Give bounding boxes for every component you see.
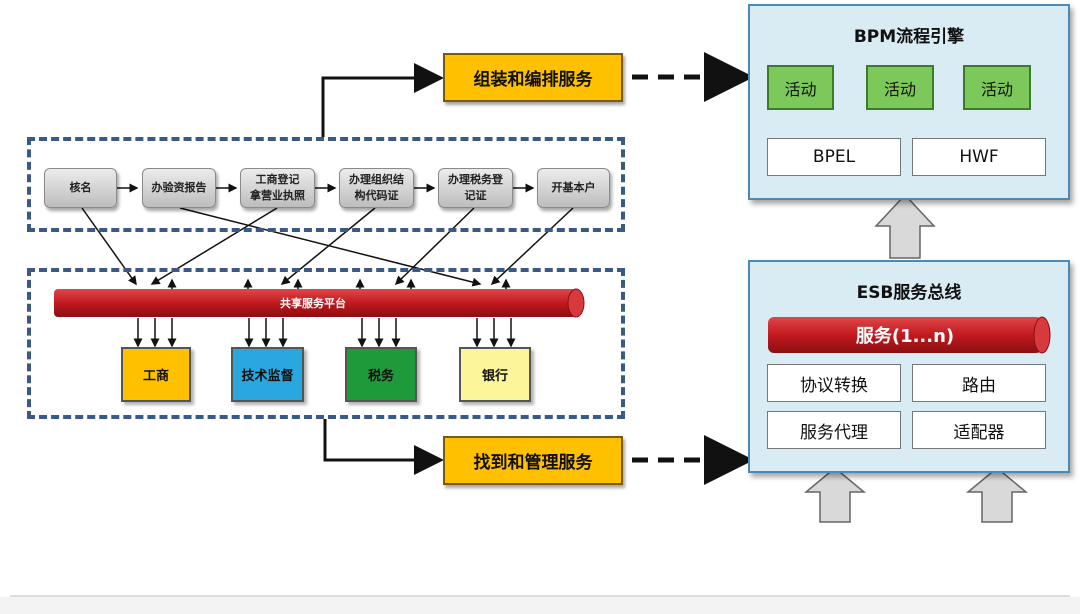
step-label: 办理组织结 构代码证: [349, 173, 404, 202]
find-manage-box: 找到和管理服务: [443, 436, 623, 485]
esb-service-bar: [768, 316, 1051, 354]
step-verify-name: 核名: [44, 168, 117, 208]
system-tech-supervision: 技术监督: [231, 347, 304, 402]
step-label: 核名: [69, 181, 92, 194]
bpm-bpel-box: BPEL: [767, 138, 901, 176]
system-icbc: 工商: [121, 347, 191, 402]
platform-group-frame: [27, 268, 625, 419]
step-org-code: 办理组织结 构代码证: [339, 168, 414, 208]
esb-service-label: 服务(1...n): [855, 326, 955, 347]
shared-platform-bar: [54, 288, 585, 318]
step-business-license: 工商登记 拿营业执照: [240, 168, 315, 208]
step-tax-registration: 办理税务登 记证: [438, 168, 513, 208]
bpm-activity-2: 活动: [866, 65, 934, 110]
step-label: 办理税务登 记证: [448, 173, 503, 202]
esb-routing: 路由: [912, 364, 1046, 402]
system-bank: 银行: [459, 347, 531, 402]
step-open-account: 开基本户: [537, 168, 610, 208]
assemble-orchestrate-box: 组装和编排服务: [443, 53, 623, 102]
bpm-title: BPM流程引擎: [853, 27, 965, 47]
esb-title: ESB服务总线: [856, 283, 962, 303]
process-group-frame: [27, 137, 625, 232]
esb-service-proxy: 服务代理: [767, 411, 901, 449]
step-label: 开基本户: [551, 181, 596, 194]
bpm-activity-1: 活动: [767, 65, 834, 110]
bpm-hwf-box: HWF: [912, 138, 1046, 176]
bpm-activity-3: 活动: [963, 65, 1031, 110]
esb-protocol-conversion: 协议转换: [767, 364, 901, 402]
system-tax: 税务: [345, 347, 417, 402]
step-label: 办验资报告: [151, 181, 207, 194]
shared-platform-label: 共享服务平台: [280, 297, 346, 310]
esb-adapter: 适配器: [912, 411, 1046, 449]
step-label: 工商登记 拿营业执照: [250, 173, 305, 202]
step-capital-report: 办验资报告: [142, 168, 216, 208]
